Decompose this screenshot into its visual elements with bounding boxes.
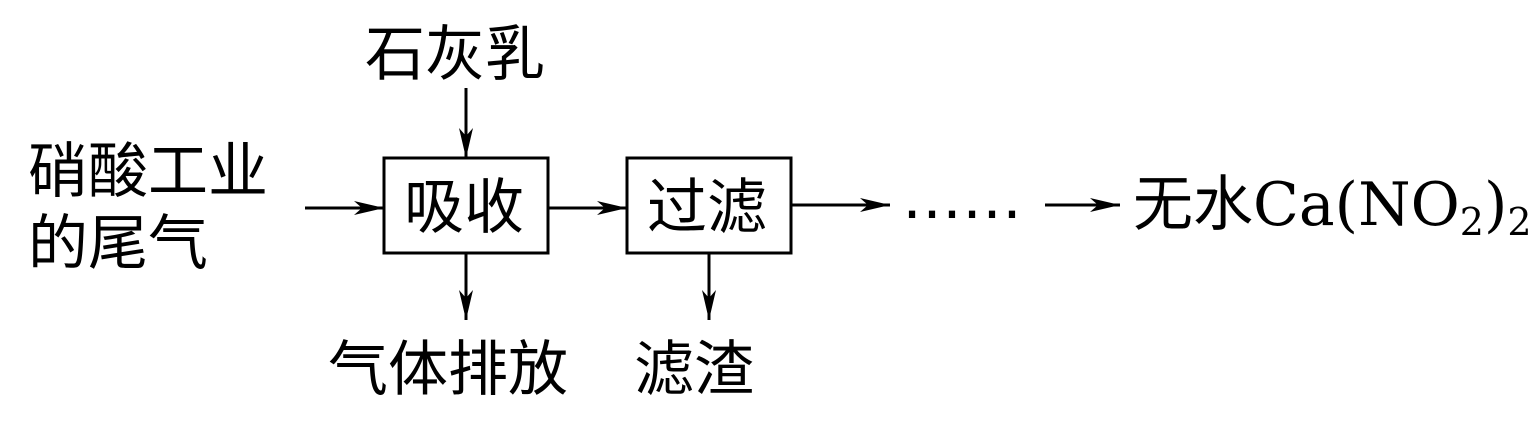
feed-label-line2: 的尾气 — [28, 209, 208, 279]
product-subscript-1: 2 — [1460, 200, 1484, 244]
reagent-label: 石灰乳 — [365, 20, 545, 90]
ellipsis: …… — [902, 163, 1022, 233]
filter-step-label: 过滤 — [647, 173, 767, 243]
product-prefix: 无水Ca(NO — [1133, 170, 1460, 240]
product-close-paren: ) — [1484, 170, 1507, 240]
feed-label-line1: 硝酸工业 — [28, 137, 268, 207]
filter-step-box — [625, 156, 793, 255]
gas-emission-label: 气体排放 — [328, 335, 568, 405]
absorb-step-label: 吸收 — [404, 173, 524, 243]
product-label: 无水Ca(NO2)2 — [1133, 170, 1532, 244]
absorb-step-box — [382, 156, 550, 255]
residue-label: 滤渣 — [634, 335, 754, 405]
product-subscript-2: 2 — [1507, 200, 1531, 244]
